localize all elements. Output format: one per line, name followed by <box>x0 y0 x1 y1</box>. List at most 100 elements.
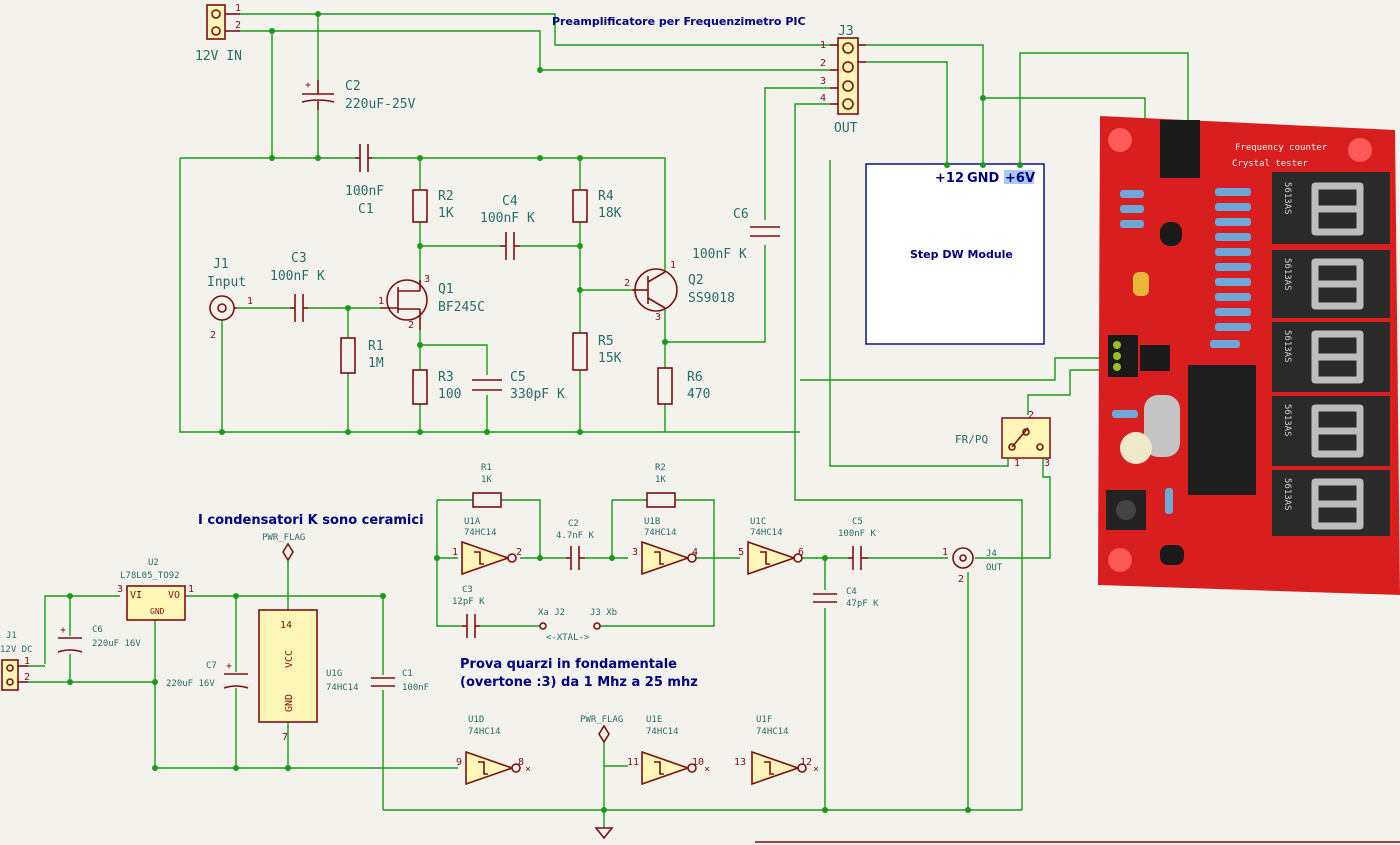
power-pin-2: 2 <box>235 20 241 31</box>
t-c1-ref: C1 <box>402 669 413 679</box>
switch-label: FR/PQ <box>955 433 988 446</box>
u1g-gnd: GND <box>284 694 295 712</box>
r5-ref: R5 <box>598 334 614 349</box>
power-connector: 1 2 12V IN <box>195 3 242 64</box>
pwr-flag-1: PWR_FLAG <box>262 533 305 562</box>
svg-text:5: 5 <box>738 547 744 558</box>
t-c5-value: 100nF K <box>838 529 877 539</box>
svg-text:1: 1 <box>942 547 948 558</box>
tester-c7: + C7 220uF 16V <box>166 661 249 689</box>
tester-c2: C2 4.7nF K <box>556 519 595 570</box>
c5-value: 330pF K <box>510 387 565 402</box>
svg-text:3: 3 <box>117 584 123 595</box>
svg-text:1: 1 <box>247 296 253 307</box>
u1a-ref: U1A <box>464 517 481 527</box>
q1-value: BF245C <box>438 300 485 315</box>
svg-text:1: 1 <box>670 260 676 271</box>
svg-text:2: 2 <box>624 278 630 289</box>
u1d-value: 74HC14 <box>468 727 501 737</box>
regulator-u2: U2 L78L05_TO92 VI VO GND 3 1 <box>117 558 194 621</box>
xtal-pads: Xa J2 J3 Xb <-XTAL-> <box>538 608 617 643</box>
pwr-flag-1-label: PWR_FLAG <box>262 533 305 543</box>
svg-text:9: 9 <box>456 757 462 768</box>
j3-pin-1: 1 <box>820 40 826 51</box>
svg-text:13: 13 <box>734 757 746 768</box>
module-label: Step DW Module <box>910 248 1013 261</box>
j3-label: OUT <box>834 121 858 136</box>
display-3-label: 5613AS <box>1282 330 1292 363</box>
svg-text:+: + <box>305 80 311 91</box>
t-c4-ref: C4 <box>846 587 857 597</box>
gate-u1d: U1D 74HC14 9 8 × <box>456 715 531 786</box>
svg-text:2: 2 <box>210 330 216 341</box>
t-c3-ref: C3 <box>462 585 473 595</box>
tester-junctions <box>67 555 971 813</box>
svg-text:6: 6 <box>798 547 804 558</box>
q2-ref: Q2 <box>688 273 704 288</box>
q1-ref: Q1 <box>438 282 454 297</box>
tester-r2: R2 1K <box>646 463 676 508</box>
svg-text:1: 1 <box>378 296 384 307</box>
preamp-r1: R1 1M <box>340 337 384 374</box>
note-quartz-line-1: Prova quarzi in fondamentale <box>460 657 677 672</box>
t-j1-value: 12V DC <box>0 645 33 655</box>
svg-text:2: 2 <box>24 672 30 683</box>
gate-u1e: U1E 74HC14 11 10 × <box>627 715 710 786</box>
ground-symbol <box>594 827 614 840</box>
c4-ref: C4 <box>502 194 518 209</box>
preamp-c4: C4 100nF K <box>480 194 535 260</box>
u2-ref: U2 <box>148 558 159 568</box>
preamp-c3: C3 100nF K <box>270 251 325 322</box>
tester-j1: 1 2 J1 12V DC <box>0 631 33 691</box>
svg-text:2: 2 <box>516 547 522 558</box>
preamp-c6: C6 100nF K <box>692 207 780 262</box>
svg-text:3: 3 <box>632 547 638 558</box>
preamp-r5: R5 15K <box>572 332 622 371</box>
note-ceramic: I condensatori K sono ceramici <box>198 513 424 528</box>
preamp-wires <box>179 13 1189 810</box>
svg-text:+: + <box>226 661 232 672</box>
svg-text:1: 1 <box>452 547 458 558</box>
frequency-counter-pcb: Frequency counter Crystal tester <box>1098 116 1400 595</box>
svg-text:1: 1 <box>24 656 30 667</box>
tester-j4: 1 2 J4 OUT <box>942 547 1003 585</box>
t-r2-value: 1K <box>655 475 666 485</box>
u2-vo: VO <box>168 590 180 601</box>
svg-text:8: 8 <box>518 757 524 768</box>
j4-value: OUT <box>986 563 1003 573</box>
pwr-flag-2-label: PWR_FLAG <box>580 715 623 725</box>
svg-text:1: 1 <box>188 584 194 595</box>
gate-u1c: U1C 74HC14 5 6 <box>738 517 804 576</box>
u1f-value: 74HC14 <box>756 727 789 737</box>
r3-ref: R3 <box>438 370 454 385</box>
module-pin-12v: +12 <box>935 171 964 186</box>
preamp-junctions <box>219 11 986 435</box>
u1f-ref: U1F <box>756 715 772 725</box>
fr-pq-switch: 1 2 3 FR/PQ <box>955 410 1051 469</box>
preamp-r4: R4 18K <box>572 189 622 223</box>
svg-text:×: × <box>525 764 531 775</box>
tester-c3: C3 12pF K <box>452 585 485 638</box>
j3-pin-4: 4 <box>820 93 826 104</box>
svg-text:12: 12 <box>800 757 812 768</box>
svg-text:3: 3 <box>424 274 430 285</box>
r3-value: 100 <box>438 387 461 402</box>
svg-text:14: 14 <box>280 620 292 631</box>
ic-u1g: 14 7 VCC GND U1G 74HC14 <box>258 609 359 743</box>
c3-ref: C3 <box>291 251 307 266</box>
u2-value: L78L05_TO92 <box>120 571 180 581</box>
svg-text:×: × <box>813 764 819 775</box>
svg-text:×: × <box>704 764 710 775</box>
svg-text:+: + <box>60 625 66 636</box>
svg-text:2: 2 <box>958 574 964 585</box>
xb-label: J3 Xb <box>590 608 617 618</box>
c6-ref: C6 <box>733 207 749 222</box>
u1c-value: 74HC14 <box>750 528 783 538</box>
c6-value: 100nF K <box>692 247 747 262</box>
t-c2-ref: C2 <box>568 519 579 529</box>
u1b-ref: U1B <box>644 517 660 527</box>
svg-text:4: 4 <box>692 547 698 558</box>
u1e-value: 74HC14 <box>646 727 679 737</box>
r2-ref: R2 <box>438 189 454 204</box>
